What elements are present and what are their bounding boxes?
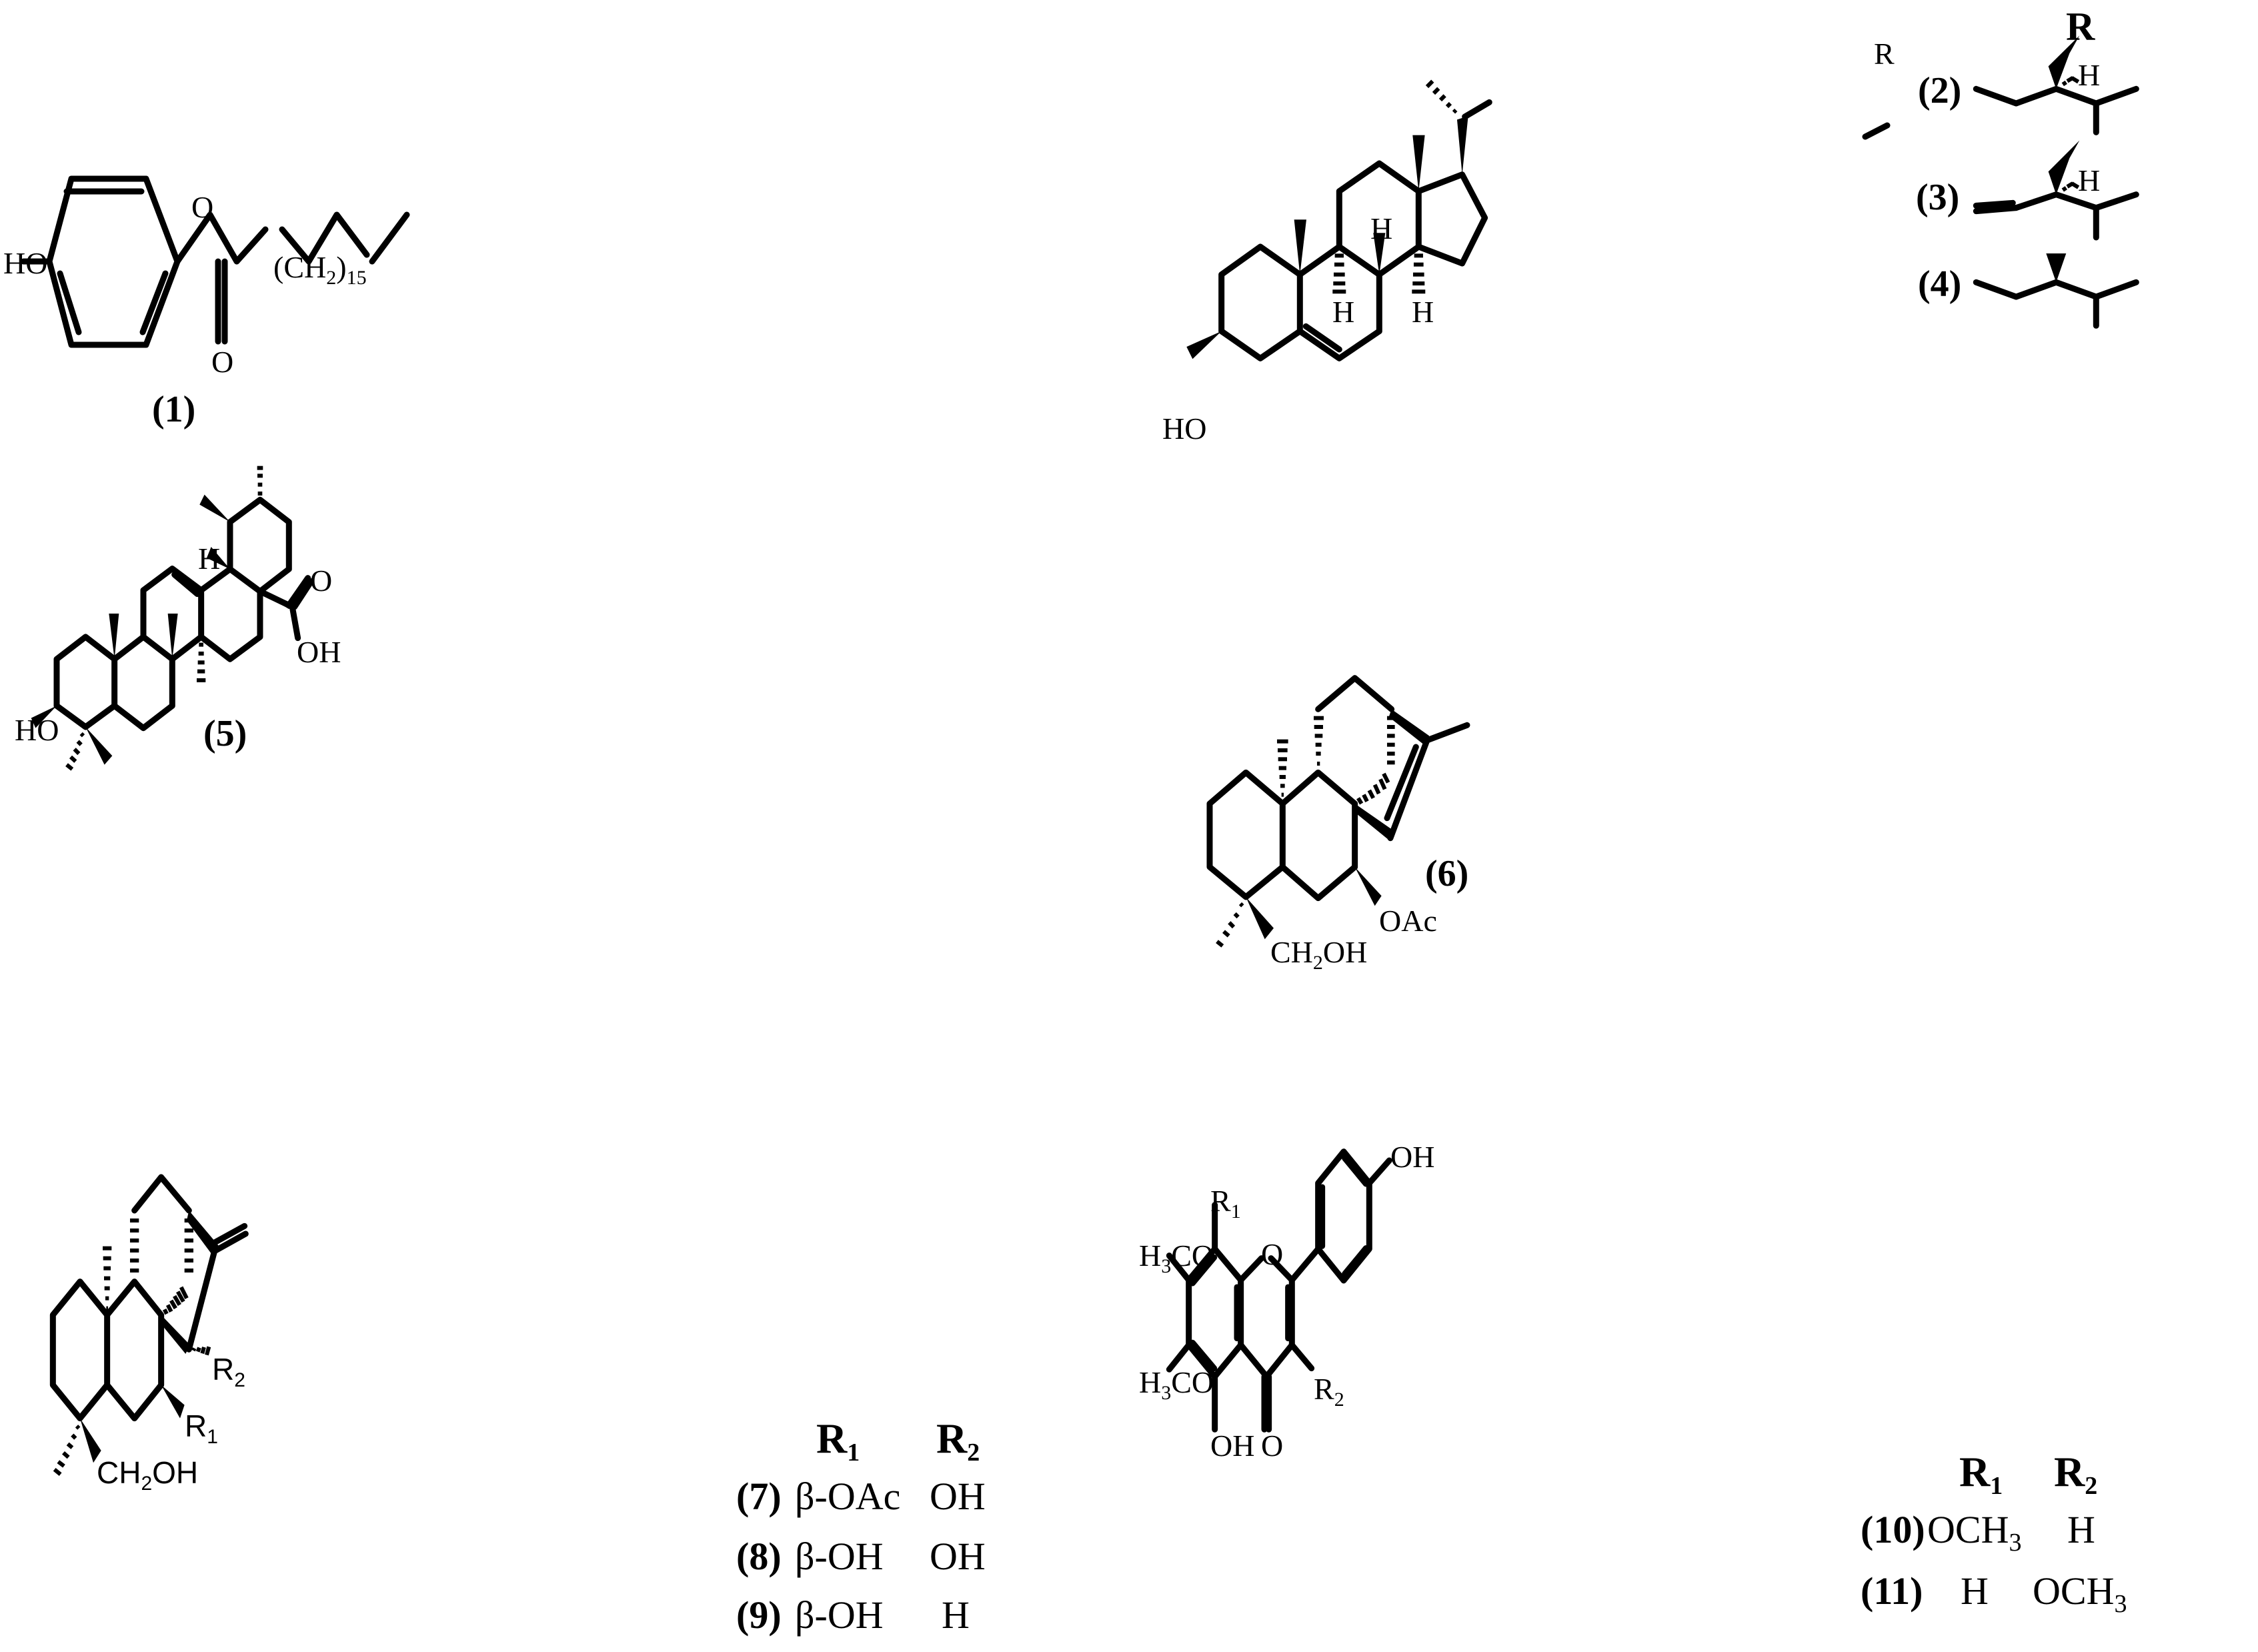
compound-6-oac-label: OAc — [1379, 904, 1437, 938]
compound-6-structure — [1206, 675, 1470, 948]
table-7-9-header-r2: R2 — [936, 1415, 980, 1467]
compound-5-structure — [31, 466, 315, 771]
compound-1-chain-label: (CH2)15 — [273, 250, 367, 289]
compound-5-h-label: H — [198, 542, 221, 576]
compound-5-ho-label: HO — [15, 713, 59, 747]
compound-1-id: (1) — [152, 389, 196, 430]
compound-10-11-structure — [1166, 1148, 1392, 1433]
side-chain-4-structure — [1973, 253, 2139, 329]
compound-6-ch2oh-label: CH2OH — [1270, 935, 1368, 974]
flavone-oh-bottom-label: OH — [1210, 1429, 1255, 1463]
flavone-ring-o-label: O — [1261, 1237, 1284, 1271]
side-chain-3-id: (3) — [1916, 177, 1960, 218]
compound-7-9-r2-label: R2 — [212, 1352, 245, 1391]
compound-7-9-ch2oh-label: CH2OH — [97, 1455, 199, 1495]
flavone-r1-label: R1 — [1210, 1184, 1241, 1222]
flavone-oh-top-label: OH — [1390, 1140, 1435, 1174]
side-chain-2-h-label: H — [2078, 58, 2101, 92]
side-chain-2-structure — [1973, 35, 2139, 135]
side-chain-3-h-label: H — [2078, 163, 2101, 197]
compound-1-ho-label: HO — [3, 246, 48, 280]
flavone-r2-label: R2 — [1314, 1372, 1344, 1411]
steroid-h-top-label: H — [1370, 211, 1393, 245]
side-chain-2-id: (2) — [1918, 70, 1962, 111]
compound-5-oh-label: OH — [297, 635, 341, 669]
flavone-h3co-upper-label: H3CO — [1139, 1238, 1214, 1277]
table-7-9-header-r1: R1 — [816, 1415, 860, 1467]
steroid-r-label: R — [1874, 37, 1895, 71]
compound-6-id: (6) — [1425, 853, 1469, 894]
compound-1-structure — [20, 175, 410, 348]
compound-5-o-label: O — [310, 564, 333, 598]
flavone-h3co-lower-label: H3CO — [1139, 1365, 1214, 1404]
steroid-h-left-label: H — [1332, 295, 1355, 329]
steroid-h-right-label: H — [1412, 295, 1434, 329]
side-chain-r-header: R — [2066, 5, 2095, 49]
side-chain-3-structure — [1973, 140, 2139, 241]
side-chain-4-id: (4) — [1918, 263, 1962, 305]
compound-2-4-core-tail — [1862, 122, 1891, 140]
table-10-11-header-r1: R1 — [1959, 1448, 2003, 1500]
compound-7-9-r1-label: R1 — [185, 1409, 218, 1448]
compound-2-4-core-structure — [1186, 79, 1492, 361]
compound-5-id: (5) — [203, 713, 247, 754]
compound-1-ester-o-label: O — [191, 190, 214, 224]
compound-1-carbonyl-o-label: O — [211, 345, 234, 379]
table-10-11-header-r2: R2 — [2054, 1448, 2098, 1500]
flavone-carbonyl-o-label: O — [1261, 1429, 1284, 1463]
steroid-ho-label: HO — [1162, 411, 1207, 446]
compound-7-9-structure — [49, 1174, 249, 1476]
